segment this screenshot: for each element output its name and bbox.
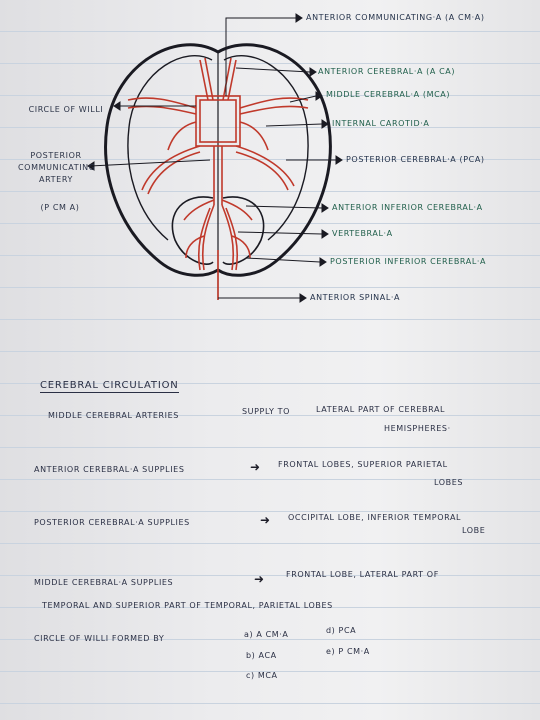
note-pca-target-2: LOBE	[462, 526, 486, 535]
pica-right	[231, 235, 251, 259]
brain-inner-outline	[127, 55, 213, 241]
label-pcomm-abbreviation: (P CM A)	[40, 203, 80, 212]
note-circle-intro: CIRCLE OF WILLI FORMED BY	[34, 634, 165, 643]
anterior-cerebral-artery-right-2	[222, 57, 232, 101]
notes-heading: CEREBRAL CIRCULATION	[40, 380, 179, 393]
note-mca-verb: SUPPLY TO	[242, 407, 290, 416]
posterior-cerebral-artery-left-2	[147, 151, 201, 195]
internal-carotid-left	[167, 121, 197, 151]
note-middle-target-2: TEMPORAL AND SUPERIOR PART OF TEMPORAL, …	[42, 601, 333, 610]
list-item: a) A CM·A	[244, 630, 289, 639]
anterior-cerebral-artery-right	[227, 59, 237, 101]
label-vertebral: VERTEBRAL·A	[332, 229, 393, 238]
list-item: c) MCA	[246, 671, 278, 680]
vertebral-right	[221, 204, 235, 271]
note-pca-subject: POSTERIOR CEREBRAL·A SUPPLIES	[34, 518, 190, 527]
posterior-cerebral-artery-left	[141, 145, 201, 191]
aica-left	[183, 199, 215, 221]
note-aca-subject: ANTERIOR CEREBRAL·A SUPPLIES	[34, 465, 185, 474]
label-anterior-communicating: ANTERIOR COMMUNICATING·A (A CM·A)	[306, 13, 485, 22]
middle-cerebral-artery-left-2	[127, 105, 197, 115]
list-item: d) PCA	[326, 626, 357, 635]
label-anterior-inferior-cerebral: ANTERIOR INFERIOR CEREBRAL·A	[332, 203, 483, 212]
label-posterior-cerebral: POSTERIOR CEREBRAL·A (PCA)	[346, 155, 485, 164]
note-mca-target: LATERAL PART OF CEREBRAL	[316, 405, 446, 414]
aica-right	[221, 199, 253, 221]
note-pca-target: OCCIPITAL LOBE, INFERIOR TEMPORAL	[288, 513, 462, 522]
pica-left	[185, 235, 205, 259]
cerebellum-right	[222, 196, 265, 265]
label-circle-of-willi: CIRCLE OF WILLI	[28, 105, 104, 114]
note-aca-target-2: LOBES	[434, 478, 464, 487]
posterior-cerebral-artery-right	[235, 145, 295, 187]
label-anterior-cerebral: ANTERIOR CEREBRAL·A (A CA)	[318, 67, 456, 76]
arrow-icon: ➜	[254, 572, 265, 586]
internal-carotid-right	[239, 121, 269, 151]
list-item: e) P CM·A	[326, 647, 370, 656]
list-item: b) ACA	[246, 651, 277, 660]
note-mca-subject: MIDDLE CEREBRAL ARTERIES	[48, 411, 179, 420]
arrow-icon: ➜	[260, 513, 271, 527]
note-middle-subject: MIDDLE CEREBRAL·A SUPPLIES	[34, 578, 174, 587]
anterior-cerebral-artery-left	[199, 59, 209, 101]
label-pointers	[87, 13, 343, 303]
artery-network	[127, 57, 309, 300]
posterior-cerebral-artery-right-2	[235, 151, 289, 191]
label-middle-cerebral: MIDDLE CEREBRAL·A (MCA)	[326, 90, 451, 99]
arrow-icon: ➜	[250, 460, 261, 474]
note-middle-target: FRONTAL LOBE, LATERAL PART OF	[286, 570, 439, 579]
label-posterior-communicating: POSTERIOR COMMUNICATING ARTERY	[18, 151, 96, 184]
label-anterior-spinal: ANTERIOR SPINAL·A	[310, 293, 401, 302]
cerebellum-left	[171, 196, 214, 265]
circle-of-willis-ring	[195, 95, 241, 147]
basilar-artery	[213, 146, 223, 205]
note-aca-target: FRONTAL LOBES, SUPERIOR PARIETAL	[278, 460, 448, 469]
label-posterior-inferior-cerebral: POSTERIOR INFERIOR CEREBRAL·A	[330, 257, 487, 266]
circle-of-willis-inner	[199, 99, 237, 143]
vertebral-left	[201, 204, 215, 271]
anterior-cerebral-artery-left-2	[204, 57, 214, 101]
label-internal-carotid: INTERNAL CAROTID·A	[332, 119, 430, 128]
brain-inner-outline-right	[223, 55, 309, 241]
middle-cerebral-artery-right-2	[239, 105, 309, 115]
note-mca-target-2: HEMISPHERES·	[384, 424, 451, 433]
